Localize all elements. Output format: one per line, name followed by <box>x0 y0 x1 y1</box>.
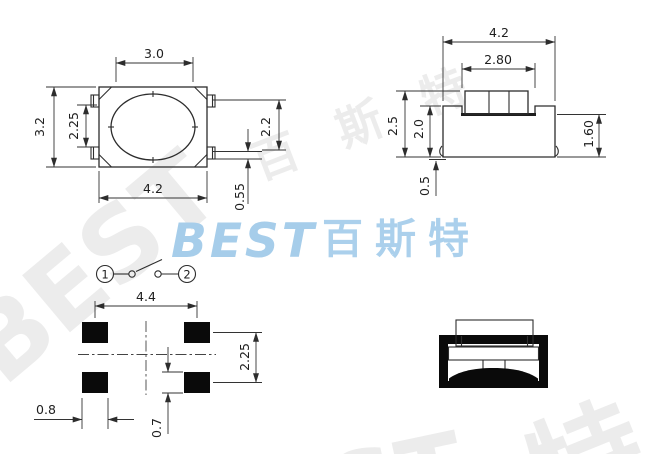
dim-overall-width: 4.2 <box>442 25 556 101</box>
dim-stem-width: 2.80 <box>461 52 536 88</box>
dim-label: 3.0 <box>144 46 164 61</box>
dim-pad-pitch-y: 2.25 <box>213 332 262 383</box>
chamfer-bottom-right <box>194 154 208 168</box>
lead-right <box>554 145 559 158</box>
side-view: 4.2 2.80 2.5 2.0 0.5 <box>385 25 606 196</box>
dim-total-height: 2.5 <box>385 90 460 158</box>
dim-lead-length: 0.5 <box>417 159 446 196</box>
dim-pad-height: 0.7 <box>149 347 183 438</box>
dim-label: 0.8 <box>36 402 56 417</box>
watermark-diagonal-cn: 百 斯 特 <box>244 54 487 190</box>
terminal-bottom-right <box>206 146 216 160</box>
lead-left <box>439 145 444 158</box>
chamfer-top-left <box>98 86 112 100</box>
switch-body-outline <box>98 86 208 168</box>
dim-label: 4.2 <box>489 25 509 40</box>
dim-label: 0.55 <box>232 183 247 211</box>
pin1-label: 1 <box>101 268 108 282</box>
chamfer-bottom-left <box>98 154 112 168</box>
dim-label: 2.0 <box>411 119 426 139</box>
contact-left <box>128 270 136 278</box>
watermark-diagonal-cn-corner: 特 <box>509 380 657 454</box>
dim-label: 0.7 <box>149 418 164 438</box>
dim-label: 2.25 <box>237 343 252 371</box>
pad-top-left <box>82 322 108 343</box>
dim-label: 3.2 <box>32 117 47 137</box>
chamfer-top-right <box>194 86 208 100</box>
terminal-top-right <box>206 94 216 108</box>
dim-label: 2.2 <box>258 117 273 137</box>
dim-label: 1.60 <box>581 120 596 148</box>
dim-overall-height: 3.2 <box>32 86 96 168</box>
dim-label: 2.80 <box>484 52 512 67</box>
pin2-label: 2 <box>183 268 190 282</box>
pad-bottom-right <box>184 372 210 393</box>
dim-label: 2.5 <box>385 116 400 136</box>
pin2-circle <box>177 264 197 284</box>
dim-label: 2.25 <box>66 112 81 140</box>
dim-body-height: 2.0 <box>411 105 441 158</box>
terminal-bottom-left <box>90 146 100 160</box>
button-front <box>455 319 534 347</box>
button-stem <box>464 90 529 115</box>
front-view <box>439 319 548 388</box>
switch-lever <box>135 259 163 272</box>
dim-terminal-thickness: 0.55 <box>212 129 262 211</box>
dim-contact-span: 2.25 <box>66 104 97 148</box>
land-pattern: 4.4 2.25 0.8 0.7 <box>34 289 262 438</box>
circuit-symbol: 1 2 <box>95 259 197 284</box>
cover-plate <box>447 346 540 361</box>
dim-label: 0.5 <box>417 176 432 196</box>
pad-bottom-left <box>82 372 108 393</box>
dim-overall-width: 4.2 <box>98 171 208 203</box>
contact-dome <box>449 368 538 381</box>
dim-pad-pitch-x: 4.4 <box>94 289 198 318</box>
dim-label: 4.4 <box>136 289 156 304</box>
dim-right-height: 2.2 <box>212 99 286 151</box>
watermark-diagonal-best-bottom: BEST <box>186 412 474 454</box>
dim-base-height: 1.60 <box>557 114 606 158</box>
watermark-brand-latin: BEST <box>171 214 318 269</box>
top-view: 3.0 4.2 3.2 2.25 2.2 <box>32 46 286 211</box>
pad-top-right <box>184 322 210 343</box>
dim-pad-width: 0.8 <box>34 398 134 429</box>
dim-label: 4.2 <box>143 181 163 196</box>
dim-top-width: 3.0 <box>115 46 194 82</box>
watermark-brand-cn: 百斯特 <box>322 215 481 263</box>
contact-right <box>154 270 162 278</box>
